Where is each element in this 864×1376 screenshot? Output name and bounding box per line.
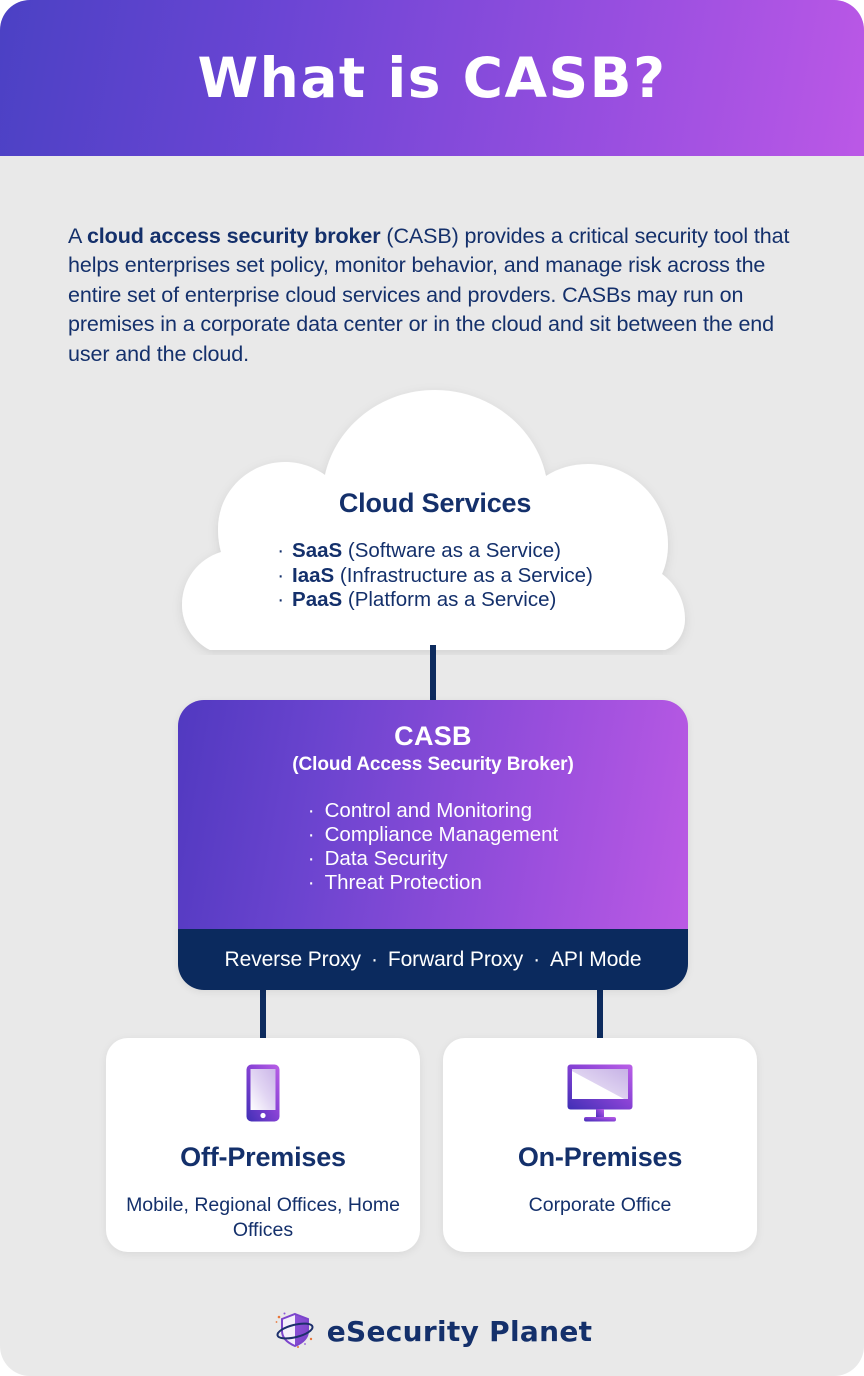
mode-separator-icon: · xyxy=(533,947,541,971)
intro-rest: (CASB) provides a critical security tool… xyxy=(68,223,790,366)
casb-node: CASB (Cloud Access Security Broker) · Con… xyxy=(178,700,688,990)
intro-paragraph: A cloud access security broker (CASB) pr… xyxy=(68,222,800,370)
bullet-icon: · xyxy=(307,847,315,871)
on-premises-card: On-Premises Corporate Office xyxy=(443,1038,757,1252)
service-term: IaaS xyxy=(292,563,335,587)
list-item: · Control and Monitoring xyxy=(308,799,558,823)
connector-cloud-to-casb xyxy=(430,645,436,708)
list-item: · Compliance Management xyxy=(308,823,558,847)
service-term: SaaS xyxy=(292,539,343,562)
casb-title: CASB xyxy=(394,721,472,751)
casb-subtitle: (Cloud Access Security Broker) xyxy=(292,754,574,776)
header-banner: What is CASB? xyxy=(0,0,864,156)
card-subtitle: Corporate Office xyxy=(528,1194,672,1216)
list-item: · PaaS (Platform as a Service) xyxy=(277,588,593,613)
cloud-services-list: · SaaS (Software as a Service) · IaaS (Inf… xyxy=(277,539,593,613)
feature-label: Threat Protection xyxy=(324,871,482,895)
bullet-icon: · xyxy=(307,871,315,895)
service-term: PaaS xyxy=(292,588,343,611)
intro-bold-term: cloud access security broker xyxy=(86,223,381,248)
mode-label: Forward Proxy xyxy=(387,947,524,971)
casb-body: CASB (Cloud Access Security Broker) · Con… xyxy=(178,700,688,929)
page-title: What is CASB? xyxy=(197,45,667,110)
list-item: · IaaS (Infrastructure as a Service) xyxy=(277,564,593,589)
intro-lead: A xyxy=(68,223,87,248)
cloud-content: Cloud Services · SaaS (Software as a Serv… xyxy=(170,380,700,655)
bullet-icon: · xyxy=(277,588,285,611)
bullet-icon: · xyxy=(277,563,285,587)
cloud-shape-icon xyxy=(182,390,685,650)
mode-separator-icon: · xyxy=(370,947,378,971)
service-desc: (Platform as a Service) xyxy=(342,588,557,611)
bullet-icon: · xyxy=(307,799,315,823)
service-desc: (Infrastructure as a Service) xyxy=(334,563,593,587)
card-title: On-Premises xyxy=(517,1142,683,1172)
connector-casb-to-on-premises xyxy=(597,984,603,1042)
casb-feature-list: · Control and Monitoring · Compliance Mana… xyxy=(308,799,558,895)
desktop-monitor-icon xyxy=(566,1060,634,1126)
off-premises-card: Off-Premises Mobile, Regional Offices, H… xyxy=(106,1038,420,1252)
list-item: · SaaS (Software as a Service) xyxy=(277,539,593,564)
list-item: · Threat Protection xyxy=(308,871,558,895)
feature-label: Control and Monitoring xyxy=(324,799,533,823)
bullet-icon: · xyxy=(307,823,315,847)
mode-label: Reverse Proxy xyxy=(224,947,362,971)
brand-name: eSecurity Planet xyxy=(326,1315,593,1348)
card-subtitle: Mobile, Regional Offices, Home Offices xyxy=(126,1194,400,1241)
casb-deployment-modes: Reverse Proxy · Forward Proxy · API Mode xyxy=(178,929,688,990)
shield-orbit-logo-icon xyxy=(272,1306,318,1357)
bullet-icon: · xyxy=(277,539,285,562)
card-title: Off-Premises xyxy=(180,1142,346,1172)
cloud-services-node: Cloud Services · SaaS (Software as a Serv… xyxy=(170,380,700,655)
feature-label: Data Security xyxy=(324,847,448,871)
mode-label: API Mode xyxy=(550,947,642,971)
service-desc: (Software as a Service) xyxy=(342,539,561,562)
cloud-title: Cloud Services xyxy=(338,488,532,518)
brand-footer: eSecurity Planet xyxy=(0,1306,864,1357)
list-item: · Data Security xyxy=(308,847,558,871)
mobile-phone-icon xyxy=(245,1060,281,1126)
connector-casb-to-off-premises xyxy=(260,984,266,1042)
feature-label: Compliance Management xyxy=(324,823,559,847)
